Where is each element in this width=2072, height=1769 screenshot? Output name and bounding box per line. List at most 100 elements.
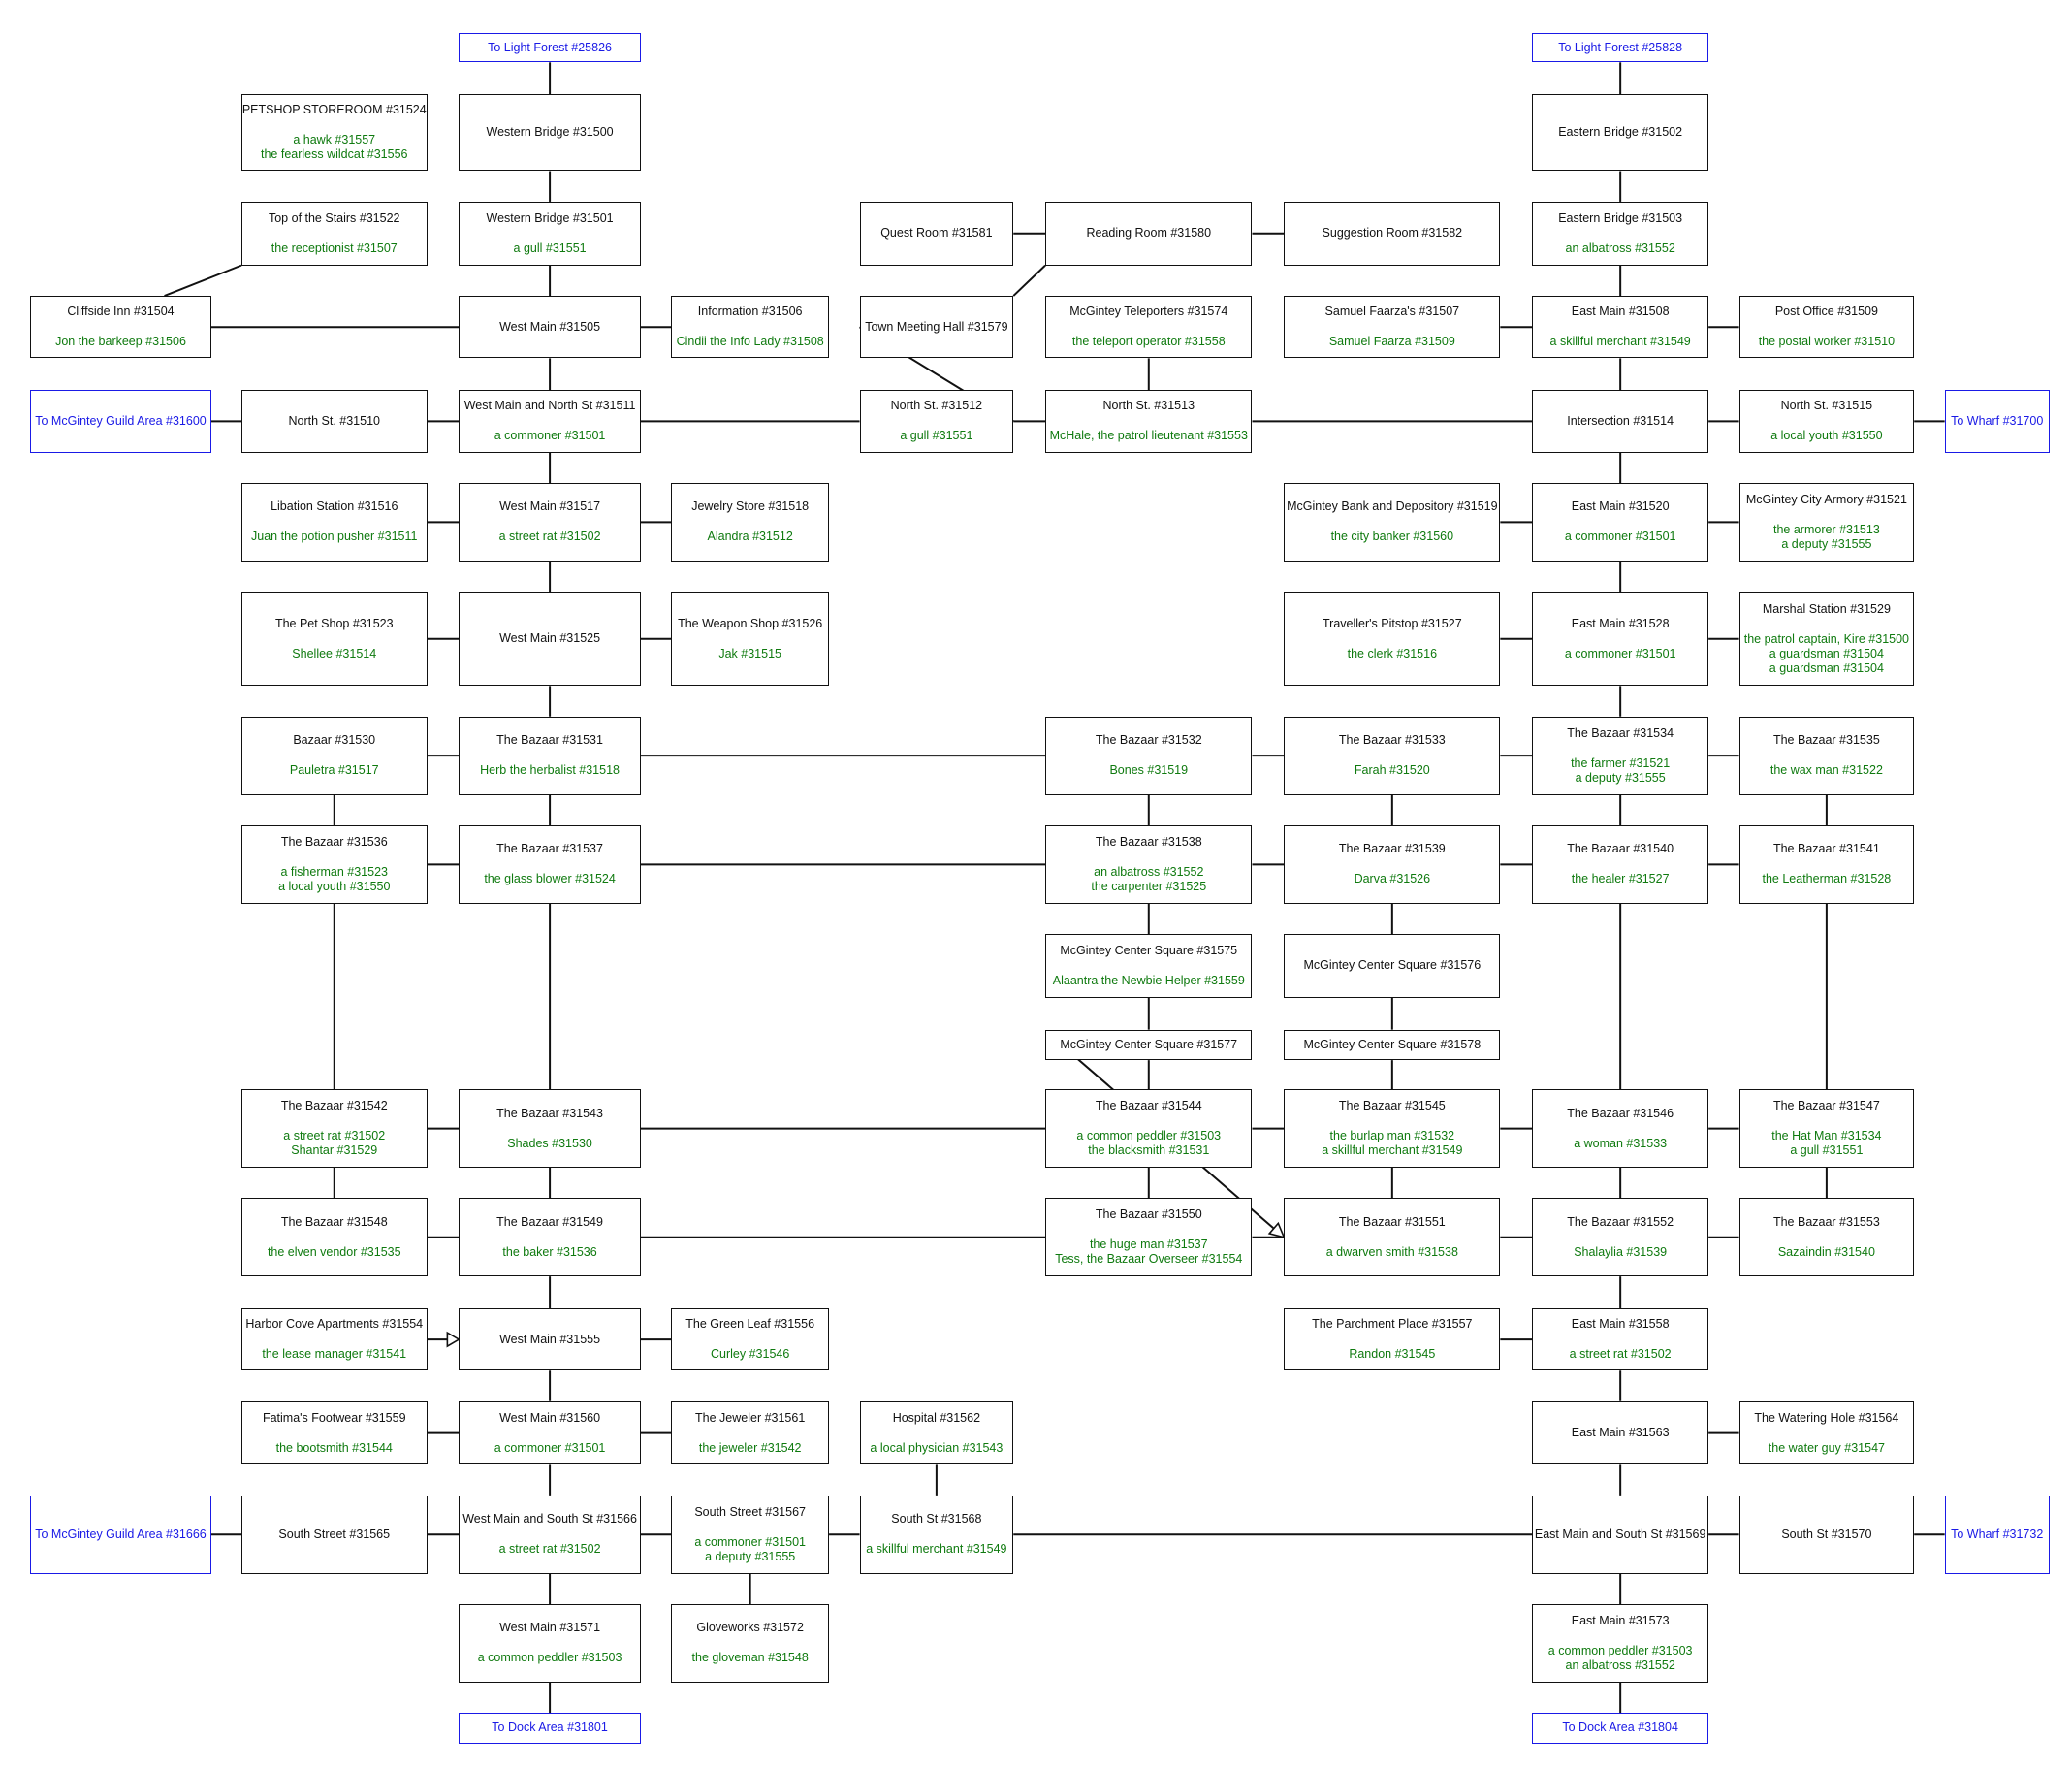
room-node[interactable]: South Street #31565 — [240, 1495, 428, 1574]
room-node[interactable]: Quest Room #31581 — [859, 201, 1014, 266]
room-node[interactable]: East Main #31563 — [1532, 1400, 1709, 1465]
room-title: The Bazaar #31545 — [1338, 1099, 1446, 1113]
room-node[interactable]: McGintey Center Square #31576 — [1284, 934, 1501, 998]
room-node[interactable]: Intersection #31514 — [1532, 390, 1709, 453]
area-exit[interactable]: To Wharf #31732 — [1944, 1495, 2050, 1574]
room-node[interactable]: McGintey Center Square #31578 — [1284, 1029, 1501, 1061]
room-node[interactable]: West Main #31505 — [459, 296, 641, 359]
room-node[interactable]: Reading Room #31580 — [1045, 201, 1253, 266]
room-node[interactable]: West Main #31555 — [459, 1307, 641, 1371]
area-exit[interactable]: To McGintey Guild Area #31600 — [30, 390, 211, 453]
area-exit[interactable]: To Dock Area #31801 — [459, 1713, 641, 1744]
area-exit[interactable]: To Dock Area #31804 — [1532, 1713, 1709, 1744]
room-title: East Main #31573 — [1571, 1613, 1670, 1627]
mob-label: Herb the herbalist #31518 — [480, 763, 620, 778]
area-exit[interactable]: To McGintey Guild Area #31666 — [30, 1495, 211, 1574]
room-node[interactable]: North St. #31510 — [240, 390, 428, 453]
room-node[interactable]: Town Meeting Hall #31579 — [859, 296, 1014, 359]
room-mobs: the wax man #31522 — [1770, 763, 1883, 778]
room-node[interactable]: McGintey Center Square #31577 — [1045, 1029, 1253, 1061]
area-exit[interactable]: To Wharf #31700 — [1944, 390, 2050, 453]
room-node[interactable]: Suggestion Room #31582 — [1284, 201, 1501, 266]
room-title: Samuel Faarza's #31507 — [1324, 305, 1460, 319]
room-node[interactable]: South St #31570 — [1738, 1495, 1915, 1574]
room-mobs: a street rat #31502 — [1570, 1347, 1672, 1362]
mob-label: the teleport operator #31558 — [1071, 335, 1226, 349]
area-exit[interactable]: To Light Forest #25828 — [1532, 33, 1709, 63]
room-node[interactable]: Eastern Bridge #31502 — [1532, 94, 1709, 172]
room-mobs: a local physician #31543 — [870, 1441, 1003, 1456]
room-node[interactable]: Western Bridge #31500 — [459, 94, 641, 172]
room-node[interactable]: West Main #31525 — [459, 592, 641, 687]
mob-label: the wax man #31522 — [1769, 763, 1883, 778]
room-node[interactable]: East Main and South St #31569 — [1532, 1495, 1709, 1574]
area-exit[interactable]: To Light Forest #25826 — [459, 33, 641, 63]
